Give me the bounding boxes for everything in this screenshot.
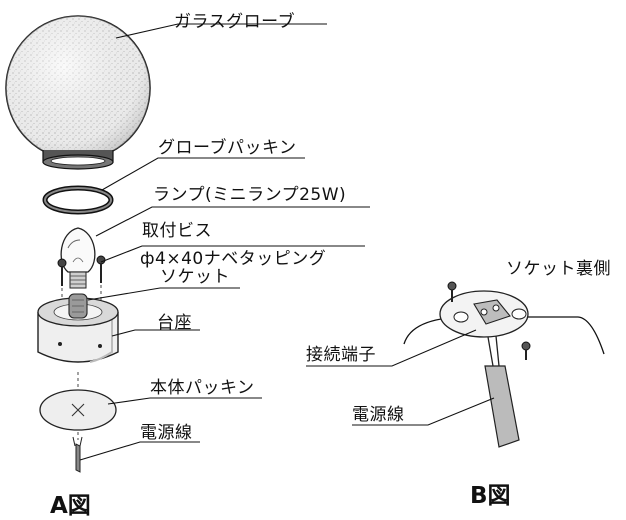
globe-gasket (42, 185, 114, 215)
label-socket-back: ソケット裏側 (506, 259, 611, 279)
label-globe-gasket: グローブパッキン (158, 138, 297, 158)
label-power-cord-a: 電源線 (140, 423, 193, 443)
lamp-bulb (60, 227, 96, 289)
label-lamp: ランプ(ミニランプ25W) (153, 185, 347, 205)
mount-screws (57, 255, 106, 286)
label-socket: ソケット (160, 267, 230, 287)
power-cord-b (484, 335, 520, 448)
leader-lines-a (79, 23, 370, 461)
socket-base (37, 293, 119, 363)
glass-globe (5, 15, 151, 170)
power-cord-a (72, 436, 83, 473)
caption-figure-a: A図 (50, 493, 91, 519)
label-glass-globe: ガラスグローブ (174, 12, 296, 32)
label-mount-screw: 取付ビス (142, 221, 212, 241)
socket-back-view (403, 281, 605, 360)
label-base: 台座 (157, 313, 192, 333)
label-body-gasket: 本体パッキン (150, 378, 255, 398)
leader-lines-b (306, 329, 495, 426)
body-gasket (39, 389, 117, 431)
label-mount-screw-spec: ф4×40ナベタッピング (140, 249, 327, 269)
label-power-cord-b: 電源線 (352, 405, 405, 425)
caption-figure-b: B図 (470, 483, 511, 509)
label-terminal: 接続端子 (306, 345, 376, 365)
